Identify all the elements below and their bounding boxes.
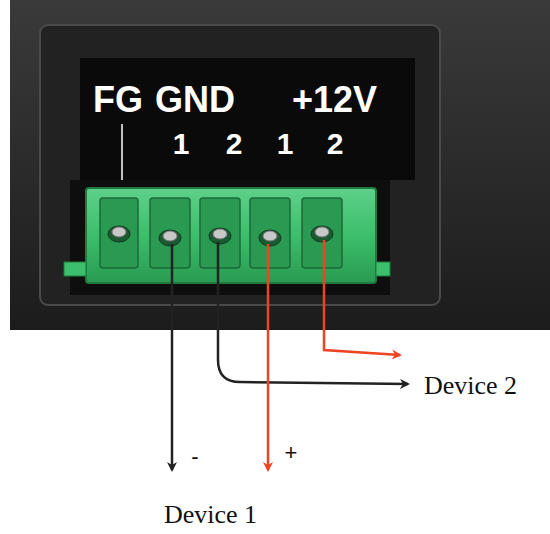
polarity-sign: + [285,442,298,464]
screw-heads [112,227,329,241]
polarity-sign: - [191,446,198,468]
pin-number: 1 [277,129,294,159]
terminal-block [86,188,376,283]
device-label: Device 1 [164,502,257,528]
wire-gnd-device2 [218,242,408,384]
wire-12v-device2 [324,240,400,355]
block-flange [64,262,86,276]
device-label: Device 2 [424,373,517,399]
socket-opening [70,180,390,295]
wire-12v-device1 [267,244,270,470]
pin-number: 2 [327,129,344,159]
pin-number: 2 [226,129,243,159]
housing [10,0,550,330]
screw-holes [108,226,333,246]
panel-recess [40,25,440,305]
pin-number: 1 [173,129,190,159]
wire-gnd-device1 [171,244,174,470]
label-plate [80,58,415,180]
terminal-slots [100,198,342,268]
terminal-label: GND [155,82,235,118]
block-flange [376,262,390,276]
terminal-label: +12V [292,82,377,118]
terminal-label: FG [93,82,143,118]
